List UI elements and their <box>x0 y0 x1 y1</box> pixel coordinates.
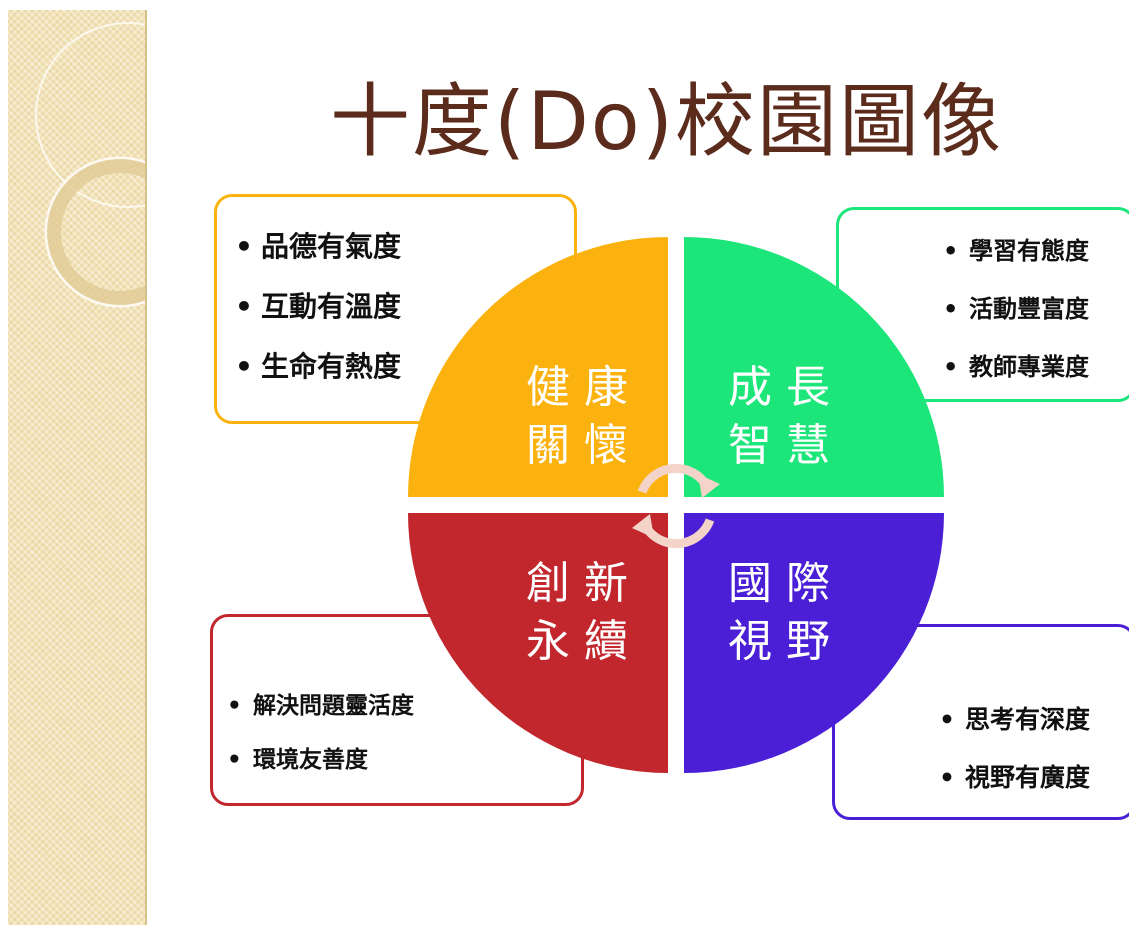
bullet-list-innovation-sustainability: 解決問題靈活度 環境友善度 <box>227 679 414 787</box>
cycle-arrowhead-top <box>698 474 720 498</box>
bullet-item: 視野有廣度 <box>939 749 1090 807</box>
bullet-item: 學習有態度 <box>943 222 1089 280</box>
cycle-arrow-top <box>637 463 708 494</box>
quadrant-innovation-sustainability: 創新 永續 <box>408 513 668 773</box>
bullet-item: 解決問題靈活度 <box>227 679 414 733</box>
quadrant-label-line: 視野 <box>728 616 844 667</box>
bullet-list-health-care: 品德有氣度 互動有溫度 生命有熱度 <box>235 217 401 397</box>
quadrant-label-health-care: 健康 關懷 <box>526 359 646 475</box>
quadrant-label-international-vision: 國際 視野 <box>728 555 848 671</box>
bullet-item: 教師專業度 <box>943 338 1089 396</box>
bullet-item: 思考有深度 <box>939 691 1090 749</box>
bullet-item: 環境友善度 <box>227 733 414 787</box>
decorative-sidebar <box>8 10 147 925</box>
quadrant-label-innovation-sustainability: 創新 永續 <box>526 555 646 671</box>
quadrant-label-line: 創新 <box>526 558 642 609</box>
quadrant-label-growth-wisdom: 成長 智慧 <box>728 359 848 475</box>
quadrant-label-line: 成長 <box>728 362 844 413</box>
bullet-item: 生命有熱度 <box>235 337 401 397</box>
bullet-item: 互動有溫度 <box>235 277 401 337</box>
bullet-item: 品德有氣度 <box>235 217 401 277</box>
quadrant-label-line: 健康 <box>526 362 642 413</box>
bullet-list-growth-wisdom: 學習有態度 活動豐富度 教師專業度 <box>943 222 1089 396</box>
cycle-arrowhead-bottom <box>632 514 654 538</box>
quadrant-label-line: 關懷 <box>526 420 642 471</box>
cycle-arrows-strokes <box>637 463 715 549</box>
quadrant-label-line: 智慧 <box>728 420 844 471</box>
quadrant-circle: 健康 關懷 成長 智慧 創新 永續 國際 視野 <box>408 237 944 773</box>
slide-title: 十度(Do)校園圖像 <box>330 75 1003 168</box>
bullet-list-international-vision: 思考有深度 視野有廣度 <box>939 691 1090 807</box>
quadrant-health-care: 健康 關懷 <box>408 237 668 497</box>
quadrant-label-line: 永續 <box>526 616 642 667</box>
cycle-arrow-bottom <box>644 518 715 549</box>
bullet-item: 活動豐富度 <box>943 280 1089 338</box>
cycle-arrows-icon <box>632 463 720 549</box>
sidebar-rings-decoration <box>35 22 145 308</box>
quadrant-label-line: 國際 <box>728 558 844 609</box>
